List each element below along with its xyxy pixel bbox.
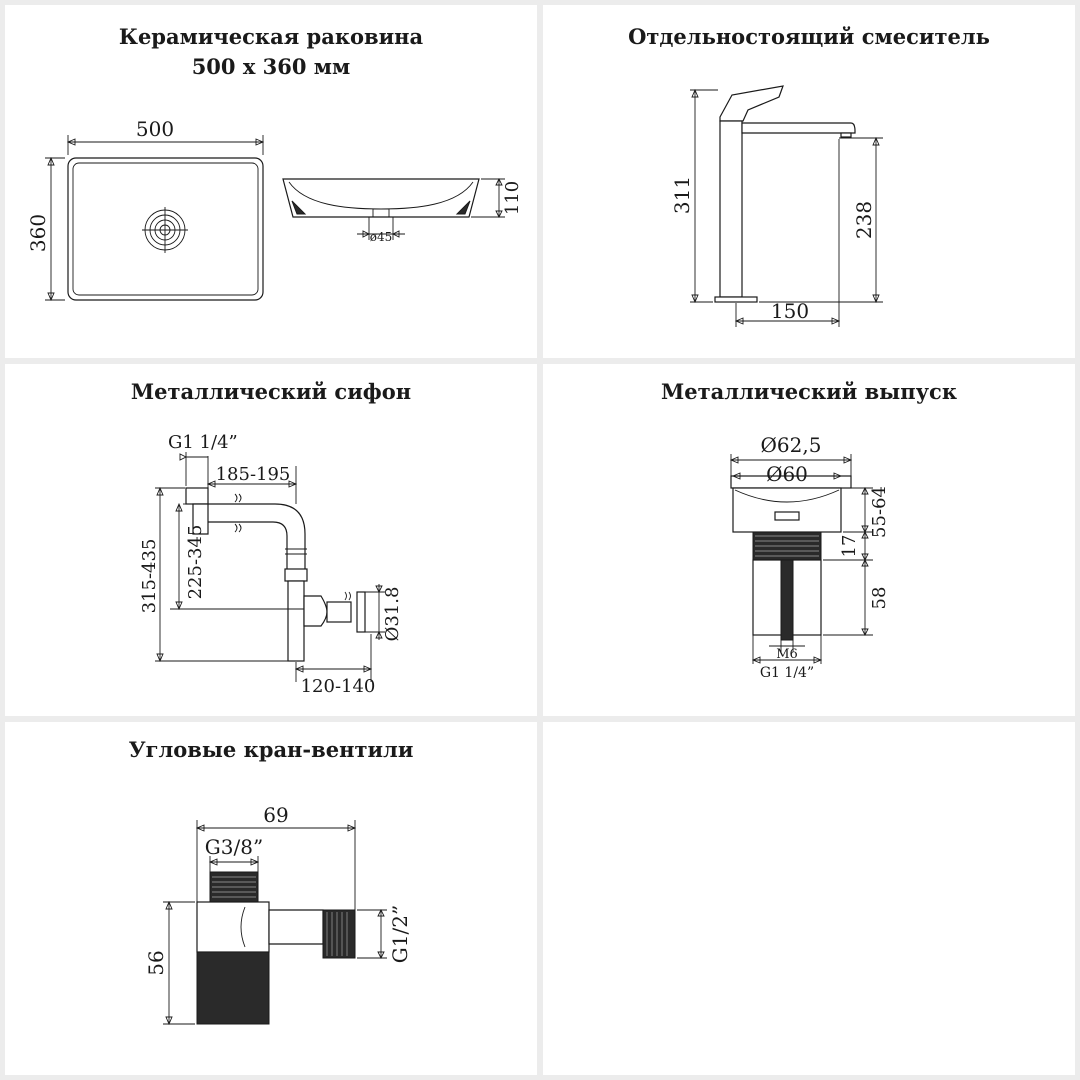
valve-drawing: 69 G3/8” 56 G1/2”	[144, 803, 412, 1026]
sink-top-view	[67, 157, 264, 301]
sink-drawing: 500 360 110 ø45	[26, 117, 523, 302]
sink-side-view	[282, 178, 480, 218]
siphon-outlet-diameter-label: Ø31.8	[382, 587, 403, 642]
panel-ceramic-sink: Керамическая раковина 500 x 360 мм 500 3…	[5, 5, 537, 358]
drain-title: Металлический выпуск	[661, 379, 957, 404]
siphon-outlet-offset-label: 120-140	[301, 676, 376, 697]
valve-title: Угловые кран-вентили	[128, 737, 414, 762]
siphon-adjust-height-label: 225-345	[185, 525, 206, 600]
siphon-drawing: G1 1/4” 185-195 315-435 225-345	[139, 432, 403, 697]
drain-bolt-label: M6	[776, 647, 798, 662]
mixer-spout-height-label: 238	[852, 201, 876, 239]
mixer-spout-height-dimension: 238	[759, 136, 883, 304]
sink-depth-dimension: 360	[26, 156, 65, 302]
drain-thread-dimension: G1 1/4”	[751, 635, 823, 681]
mixer-total-height-dimension: 311	[670, 88, 718, 304]
drain-body	[730, 475, 852, 641]
drain-range-label: 55-64	[869, 486, 890, 538]
sink-title-line2: 500 x 360 мм	[191, 54, 351, 79]
drain-ring-label: 17	[839, 535, 860, 558]
mixer-reach-dimension: 150	[734, 139, 841, 327]
drain-bolt-dimension: M6	[769, 640, 805, 662]
panel-freestanding-mixer: Отдельностоящий смеситель 311 238	[543, 5, 1075, 358]
drain-thread-length-dimension: 58	[823, 558, 890, 637]
mixer-title: Отдельностоящий смеситель	[628, 24, 990, 49]
valve-height-dimension: 56	[144, 900, 195, 1026]
sink-height-label: 110	[502, 181, 523, 215]
valve-length-dimension: 69	[195, 803, 357, 910]
siphon-adjust-height-dimension: 225-345	[170, 502, 304, 611]
siphon-title: Металлический сифон	[130, 379, 412, 404]
siphon-total-height-dimension: 315-435	[139, 486, 288, 663]
drain-outer-diameter-label: Ø62,5	[761, 433, 822, 457]
valve-height-label: 56	[144, 950, 168, 975]
valve-body	[196, 871, 356, 1025]
sink-title-line1: Керамическая раковина	[118, 24, 424, 49]
valve-length-label: 69	[263, 803, 288, 827]
valve-inlet-label: G3/8”	[205, 835, 263, 859]
sink-depth-label: 360	[26, 214, 50, 252]
mixer-body	[714, 85, 856, 303]
siphon-outlet-diameter-dimension: Ø31.8	[363, 584, 403, 641]
mixer-reach-label: 150	[771, 299, 809, 323]
drain-inner-diameter-label: Ø60	[766, 462, 808, 486]
siphon-body	[185, 487, 366, 662]
sink-drain-dimension: ø45	[357, 217, 405, 244]
siphon-horizontal-label: 185-195	[216, 464, 291, 485]
siphon-horizontal-dimension: 185-195	[206, 456, 298, 504]
sink-width-label: 500	[136, 117, 174, 141]
drain-thread-label: G1 1/4”	[760, 665, 814, 681]
siphon-outlet-offset-dimension: 120-140	[294, 634, 376, 697]
drain-ring-dimension: 17	[823, 530, 873, 562]
drain-inner-diameter-dimension: Ø60	[731, 462, 843, 486]
valve-outlet-label: G1/2”	[388, 905, 412, 963]
siphon-thread-label: G1 1/4”	[168, 432, 238, 453]
drain-thread-length-label: 58	[869, 587, 890, 610]
mixer-drawing: 311 238 150	[670, 85, 883, 327]
siphon-thread-dimension: G1 1/4”	[168, 432, 238, 486]
sink-height-dimension: 110	[471, 177, 523, 219]
siphon-total-height-label: 315-435	[139, 539, 160, 614]
mixer-total-height-label: 311	[670, 176, 694, 214]
panel-angle-valve: Угловые кран-вентили 69 G3/8”	[5, 722, 537, 1075]
drain-drawing: Ø62,5 Ø60 55-64 17 58	[729, 433, 890, 681]
sink-drain-label: ø45	[370, 230, 393, 244]
panel-metal-siphon: Металлический сифон G1 1/4”	[5, 364, 537, 716]
drain-range-dimension: 55-64	[843, 486, 890, 538]
valve-outlet-dimension: G1/2”	[357, 905, 412, 963]
drain-outer-diameter-dimension: Ø62,5	[729, 433, 853, 476]
sink-width-dimension: 500	[66, 117, 265, 155]
valve-inlet-dimension: G3/8”	[205, 835, 263, 872]
panel-metal-drain: Металлический выпуск Ø62,5 Ø60	[543, 364, 1075, 716]
panel-empty	[543, 722, 1075, 1075]
